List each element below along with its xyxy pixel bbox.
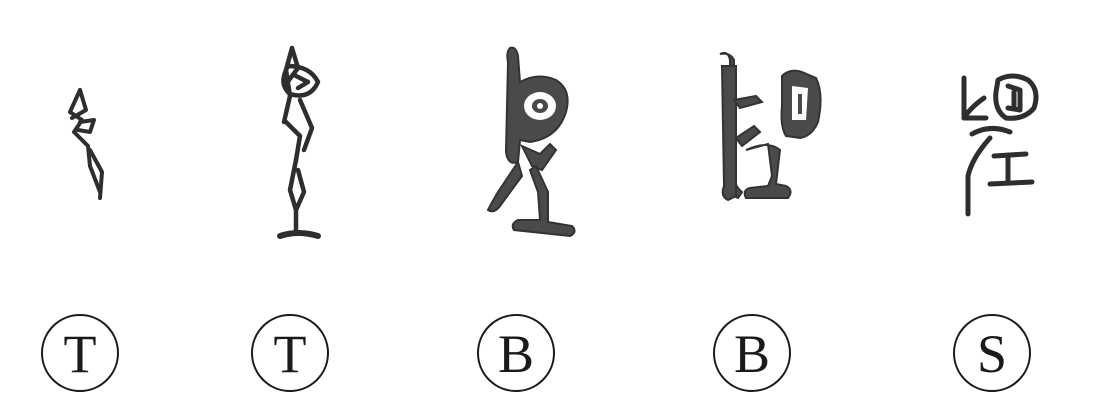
glyph-5-icon (961, 73, 1039, 217)
label-badge-2: T (251, 314, 329, 392)
label-text-4: B (733, 324, 771, 384)
label-badge-1: T (41, 314, 119, 392)
glyph-2-icon (277, 45, 321, 239)
glyph-1-icon (68, 88, 104, 200)
label-badge-3: B (477, 314, 555, 392)
glyph-4-icon (719, 51, 822, 202)
label-text-1: T (63, 324, 97, 384)
glyph-3-icon (486, 46, 576, 238)
label-badge-4: B (713, 314, 791, 392)
label-text-3: B (497, 324, 535, 384)
label-text-2: T (273, 324, 307, 384)
label-badge-5: S (953, 314, 1031, 392)
label-text-5: S (976, 324, 1008, 384)
